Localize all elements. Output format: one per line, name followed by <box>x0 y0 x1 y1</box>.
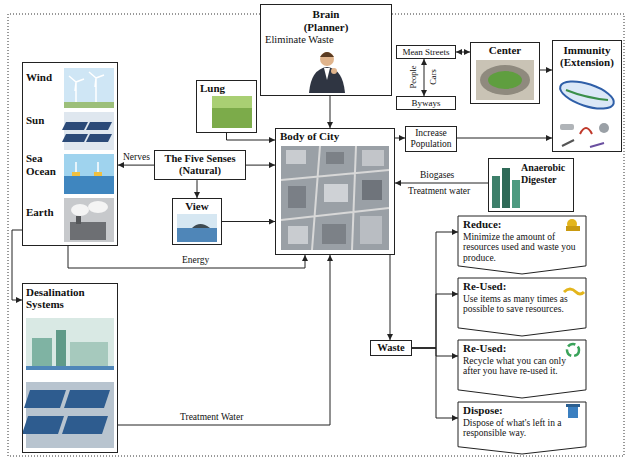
flow-arrow <box>118 255 330 425</box>
flow-arrow <box>68 246 305 268</box>
desalination-plant-picture <box>26 318 114 370</box>
desalination-box: Desalination Systems <box>22 283 118 453</box>
flow-arrow <box>424 59 425 96</box>
process-box: Increase Population <box>405 126 457 152</box>
flow-arrow <box>540 70 552 71</box>
flow-arrow <box>222 221 275 222</box>
node-title: Body of City <box>280 130 390 143</box>
edge-label: Nerves <box>123 152 150 162</box>
flow-arrow <box>227 133 276 140</box>
node-title: Waste <box>372 341 410 355</box>
flow-arrow <box>390 255 391 340</box>
node-title: Dispose: <box>463 404 581 417</box>
flow-arrow <box>457 138 552 139</box>
node-title: Anaerobic Digester <box>521 162 570 185</box>
flow-label: Cars <box>429 69 438 85</box>
center-box: Center <box>470 42 540 104</box>
senses-box: The Five Senses (Natural) <box>154 150 246 180</box>
node-title: Reduce: <box>463 218 581 231</box>
node-title: Increase Population <box>408 128 454 150</box>
street-box: Byways <box>396 96 456 110</box>
node-text: Earth <box>26 206 64 219</box>
immunity-picture <box>557 76 617 147</box>
node-title: Re-Used: <box>463 280 581 293</box>
geothermal-picture <box>64 198 114 242</box>
node-title: The Five Senses (Natural) <box>157 153 243 177</box>
flow-arrow <box>456 52 470 53</box>
sea-picture <box>64 154 114 194</box>
node-text: Eliminate Waste <box>265 34 387 47</box>
node-text: Sea Ocean <box>26 152 64 177</box>
flow-arrow <box>412 294 458 348</box>
flow-arrow <box>412 232 458 348</box>
city-box: Body of City <box>275 128 395 255</box>
planner-figure <box>309 52 345 93</box>
chevron-shape <box>458 340 586 398</box>
node-title: Desalination Systems <box>26 286 106 310</box>
flow-arrow <box>412 348 458 418</box>
chevron-shape <box>458 278 586 336</box>
flow-arrow <box>246 165 275 166</box>
solar-picture <box>62 112 114 150</box>
waste-box: Waste <box>370 340 412 356</box>
chevron-shape <box>458 402 586 454</box>
node-title: Wind <box>26 71 64 84</box>
flow-arrow <box>330 96 331 128</box>
node-title: Lung <box>200 82 253 95</box>
edge-label: Energy <box>182 255 209 265</box>
digester-picture <box>492 168 520 208</box>
flow-label: Treatment water <box>408 186 470 196</box>
view-box: View <box>172 198 222 245</box>
flow-arrow <box>395 183 488 184</box>
step-box: Dispose:Dispose of what's left in a resp… <box>458 402 586 454</box>
planner-box: Brain (Planner)Eliminate Waste <box>260 4 392 96</box>
sea-view-picture <box>177 214 217 242</box>
node-text: Recycle what you can only after you have… <box>463 356 581 377</box>
step-box: Reduce:Minimize the amount of resources … <box>458 216 586 274</box>
edge-label: Treatment Water <box>180 412 243 422</box>
node-text: Dispose of what's left in a responsible … <box>463 418 581 439</box>
solar-pond-picture <box>22 382 114 448</box>
wind-picture <box>64 68 114 108</box>
node-text: Use items as many times as possible to s… <box>463 294 581 315</box>
edge-label: Biogases <box>420 170 454 180</box>
step-box: Re-Used:Recycle what you can only after … <box>458 340 586 398</box>
flow-arrow <box>197 180 198 198</box>
chevron-shape <box>458 216 586 274</box>
flow-arrow <box>12 230 22 300</box>
node-text: Minimize the amount of resources used an… <box>463 232 581 263</box>
node-title: Byways <box>399 97 453 109</box>
step-box: Re-Used:Use items as many times as possi… <box>458 278 586 336</box>
flow-arrow <box>412 348 458 356</box>
flow-arrow <box>395 138 405 139</box>
node-text: Sun <box>26 114 64 127</box>
flow-label: People <box>409 65 418 88</box>
street-box: Mean Streets <box>396 45 456 59</box>
energy-source-box: WindSunSea OceanEarth <box>22 62 118 246</box>
node-title: Immunity (Extension) <box>555 44 619 68</box>
stadium-picture <box>476 60 534 100</box>
organ-box: Lung <box>196 80 257 133</box>
dotted-frame <box>8 14 624 456</box>
node-title: Brain (Planner) <box>295 8 357 33</box>
node-title: View <box>175 200 219 213</box>
grass-picture <box>212 96 252 128</box>
city-picture <box>281 146 389 250</box>
immunity-box: Immunity (Extension) <box>552 40 622 152</box>
node-title: Mean Streets <box>399 46 453 58</box>
digester-box: Anaerobic Digester <box>488 158 574 212</box>
node-title: Re-Used: <box>463 342 581 355</box>
node-title: Center <box>473 44 537 57</box>
flow-arrow <box>118 165 154 166</box>
